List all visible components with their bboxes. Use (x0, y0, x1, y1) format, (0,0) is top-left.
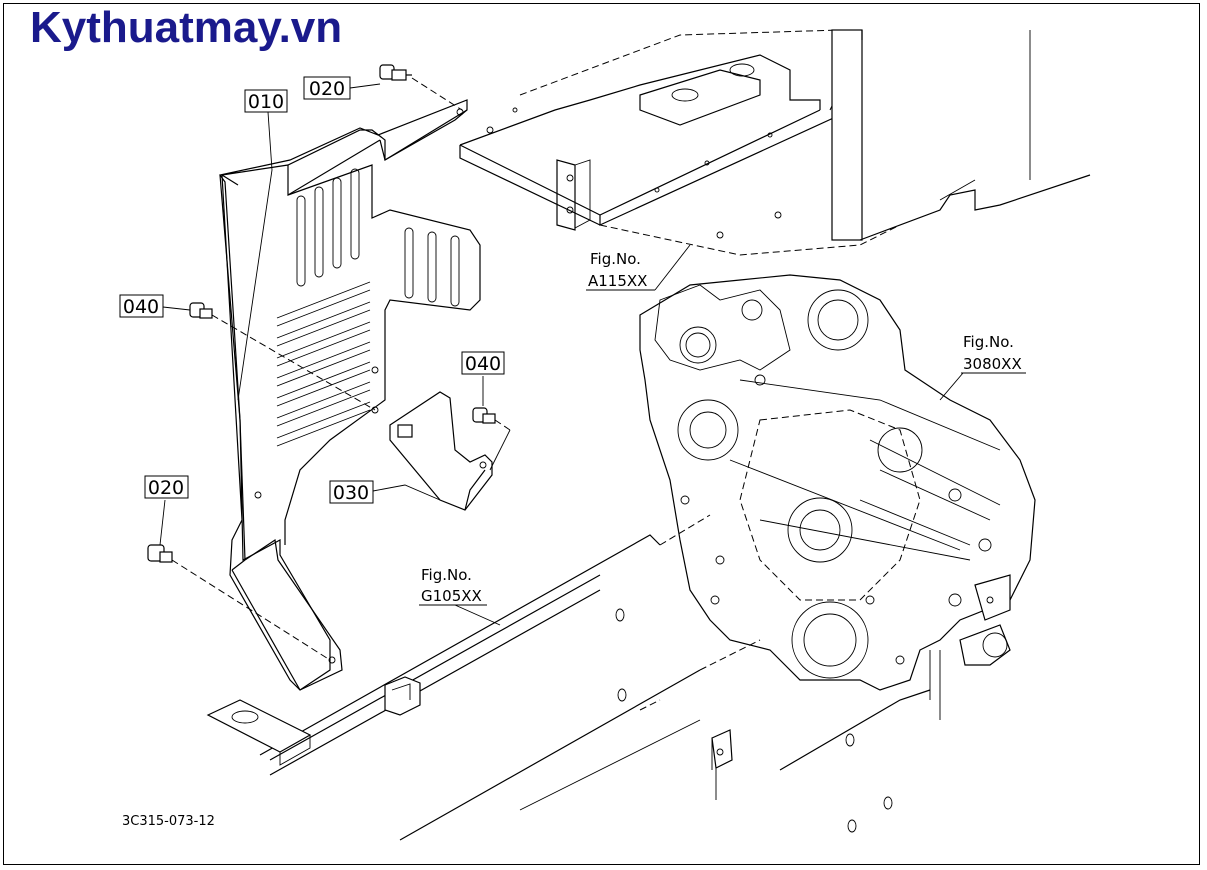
drawing-code: 3C315-073-12 (122, 814, 215, 829)
bolt-040-right (472, 376, 511, 471)
site-watermark: Kythuatmay.vn (30, 3, 343, 52)
leader-lines (237, 111, 964, 626)
part-label-040-left: 040 (123, 296, 159, 318)
bolt-020-left (147, 499, 331, 661)
belt-cover-010 (218, 99, 481, 691)
label-box-030 (329, 480, 374, 504)
label-box-010 (244, 89, 288, 113)
part-label-040-right: 040 (465, 353, 501, 375)
frame-rails (206, 514, 931, 841)
bolt-020-top (349, 64, 463, 111)
part-label-020-top: 020 (309, 78, 345, 100)
fig-ref-g105-line2: G105XX (421, 587, 482, 605)
fig-ref-3080-line1: Fig.No. (963, 333, 1014, 351)
engine-front-case (639, 274, 1036, 720)
label-box-020-left (144, 475, 189, 499)
fig-ref-3080-line2: 3080XX (963, 355, 1022, 373)
label-box-040-right (461, 351, 505, 375)
drawing-frame (3, 3, 1200, 865)
top-plate-assembly (459, 29, 1091, 256)
bracket-030 (389, 391, 493, 511)
label-box-020-top (303, 76, 351, 100)
part-label-030: 030 (333, 482, 369, 504)
fig-ref-a115-line1: Fig.No. (590, 250, 641, 268)
fig-ref-g105-line1: Fig.No. (421, 566, 472, 584)
label-box-040-left (119, 294, 164, 318)
part-labels: 010 020 040 040 030 020 (119, 76, 505, 504)
figure-refs: Fig.No. A115XX Fig.No. 3080XX Fig.No. G1… (419, 250, 1026, 606)
part-label-010: 010 (248, 91, 284, 113)
bolt-040-left (162, 302, 376, 411)
part-label-020-left: 020 (148, 477, 184, 499)
fig-ref-a115-line2: A115XX (588, 272, 647, 290)
